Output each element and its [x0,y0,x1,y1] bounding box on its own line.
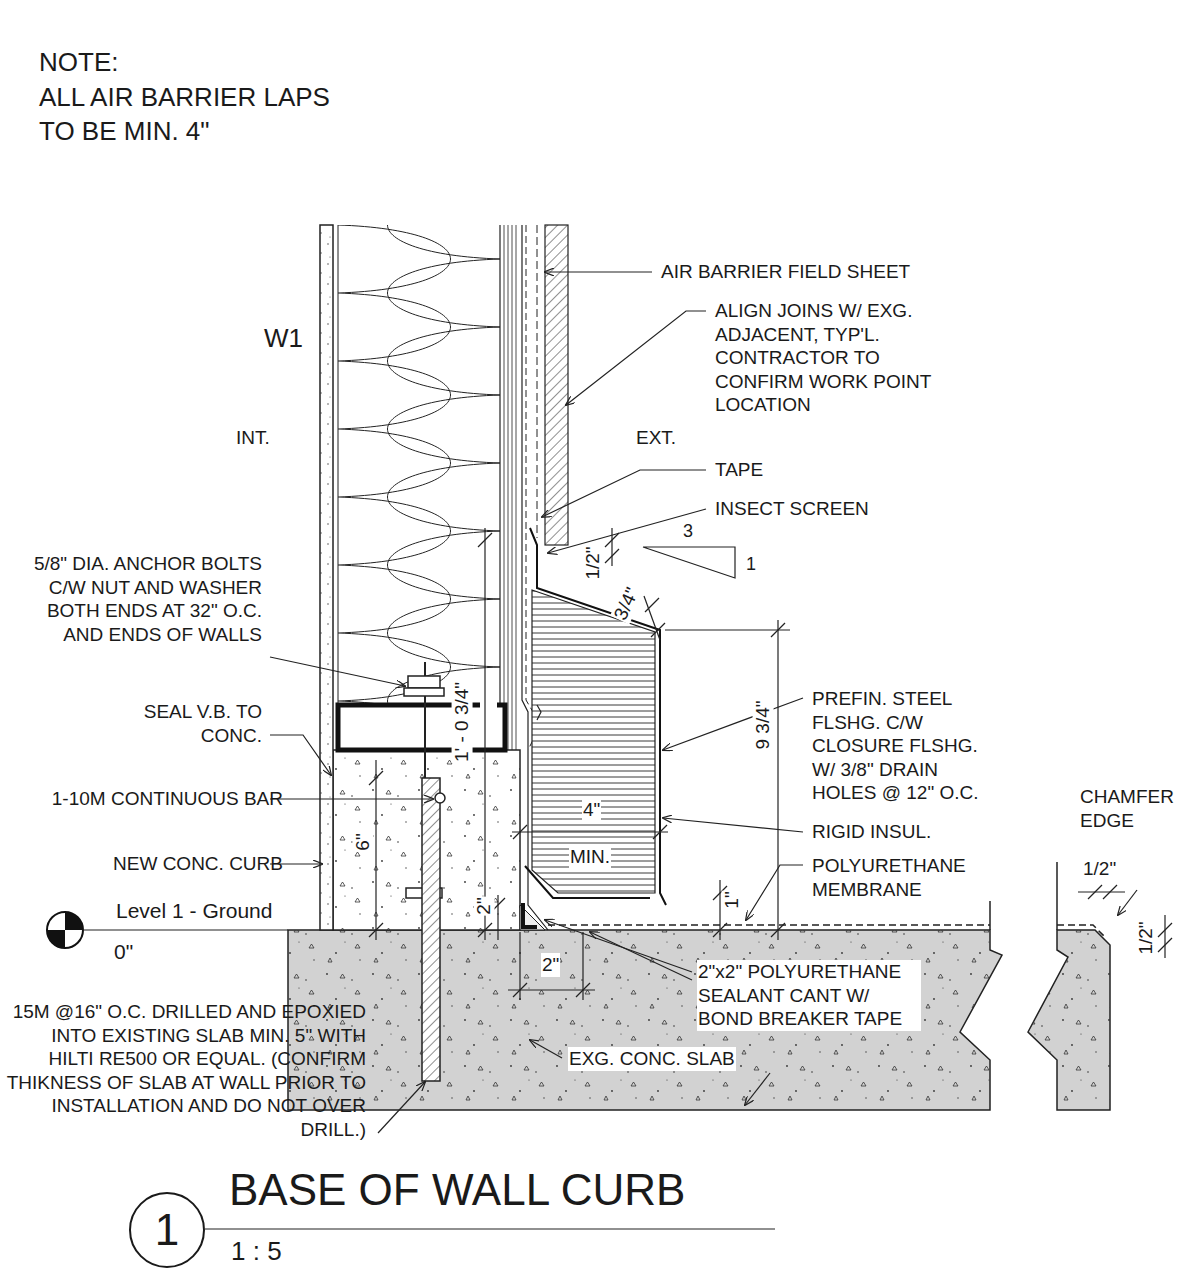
callout-number: 1 [155,1208,179,1252]
callout-text: POLYURETHANE MEMBRANE [811,854,993,901]
callout-text: SEAL V.B. TO CONC. [138,700,263,747]
dimension: 1/2" [583,545,604,580]
callout-text: NEW CONC. CURB [4,852,284,876]
callout-text: 5/8" DIA. ANCHOR BOLTS C/W NUT AND WASHE… [23,552,263,646]
dimension: 2" [474,896,495,915]
slope-number: 1 [745,553,757,575]
callout-text: 15M @16" O.C. DRILLED AND EPOXIED INTO E… [5,1000,367,1141]
dimension: 9 3/4" [753,699,774,750]
callout-text: 1-10M CONTINUOUS BAR [4,787,284,811]
note-heading: NOTE: [38,46,119,78]
side-label: EXT. [635,426,677,450]
callout-text: EXG. CONC. SLAB [568,1047,736,1071]
dimension: 1" [722,890,743,909]
drawing-title: BASE OF WALL CURB [228,1166,686,1214]
callout-text: ALIGN JOINS W/ EXG. ADJACENT, TYP'L. CON… [714,299,938,417]
callout-text: 2"x2" POLYURETHANE SEALANT CANT W/ BOND … [697,960,921,1031]
dimension: 1/2" [1082,857,1117,881]
callout-circle: 1 [129,1192,205,1268]
callout-text: RIGID INSUL. [811,820,932,844]
level-elevation: 0" [113,939,134,965]
dimension: 4" [582,798,601,822]
drawing-scale: 1 : 5 [230,1235,283,1267]
dimension: 1/2" [1136,920,1157,955]
callout-text: AIR BARRIER FIELD SHEET [660,260,911,284]
callout-text: TAPE [714,458,764,482]
callout-text: INSECT SCREEN [714,497,870,521]
slope-number: 3 [682,520,694,542]
side-label: INT. [235,426,271,450]
dimension: 2" [541,953,560,977]
callout-text: PREFIN. STEEL FLSHG. C/W CLOSURE FLSHG. … [811,687,1003,805]
level-name: Level 1 - Ground [115,898,273,924]
dimension: 6" [353,832,374,851]
callout-text: CHAMFER EDGE [1079,785,1191,832]
wall-type-tag: W1 [263,322,304,354]
dimension: 3/4" [610,584,644,625]
dimension: MIN. [569,845,611,869]
dimension: 1' - 0 3/4" [452,681,473,763]
note-text: ALL AIR BARRIER LAPS TO BE MIN. 4" [38,80,340,148]
